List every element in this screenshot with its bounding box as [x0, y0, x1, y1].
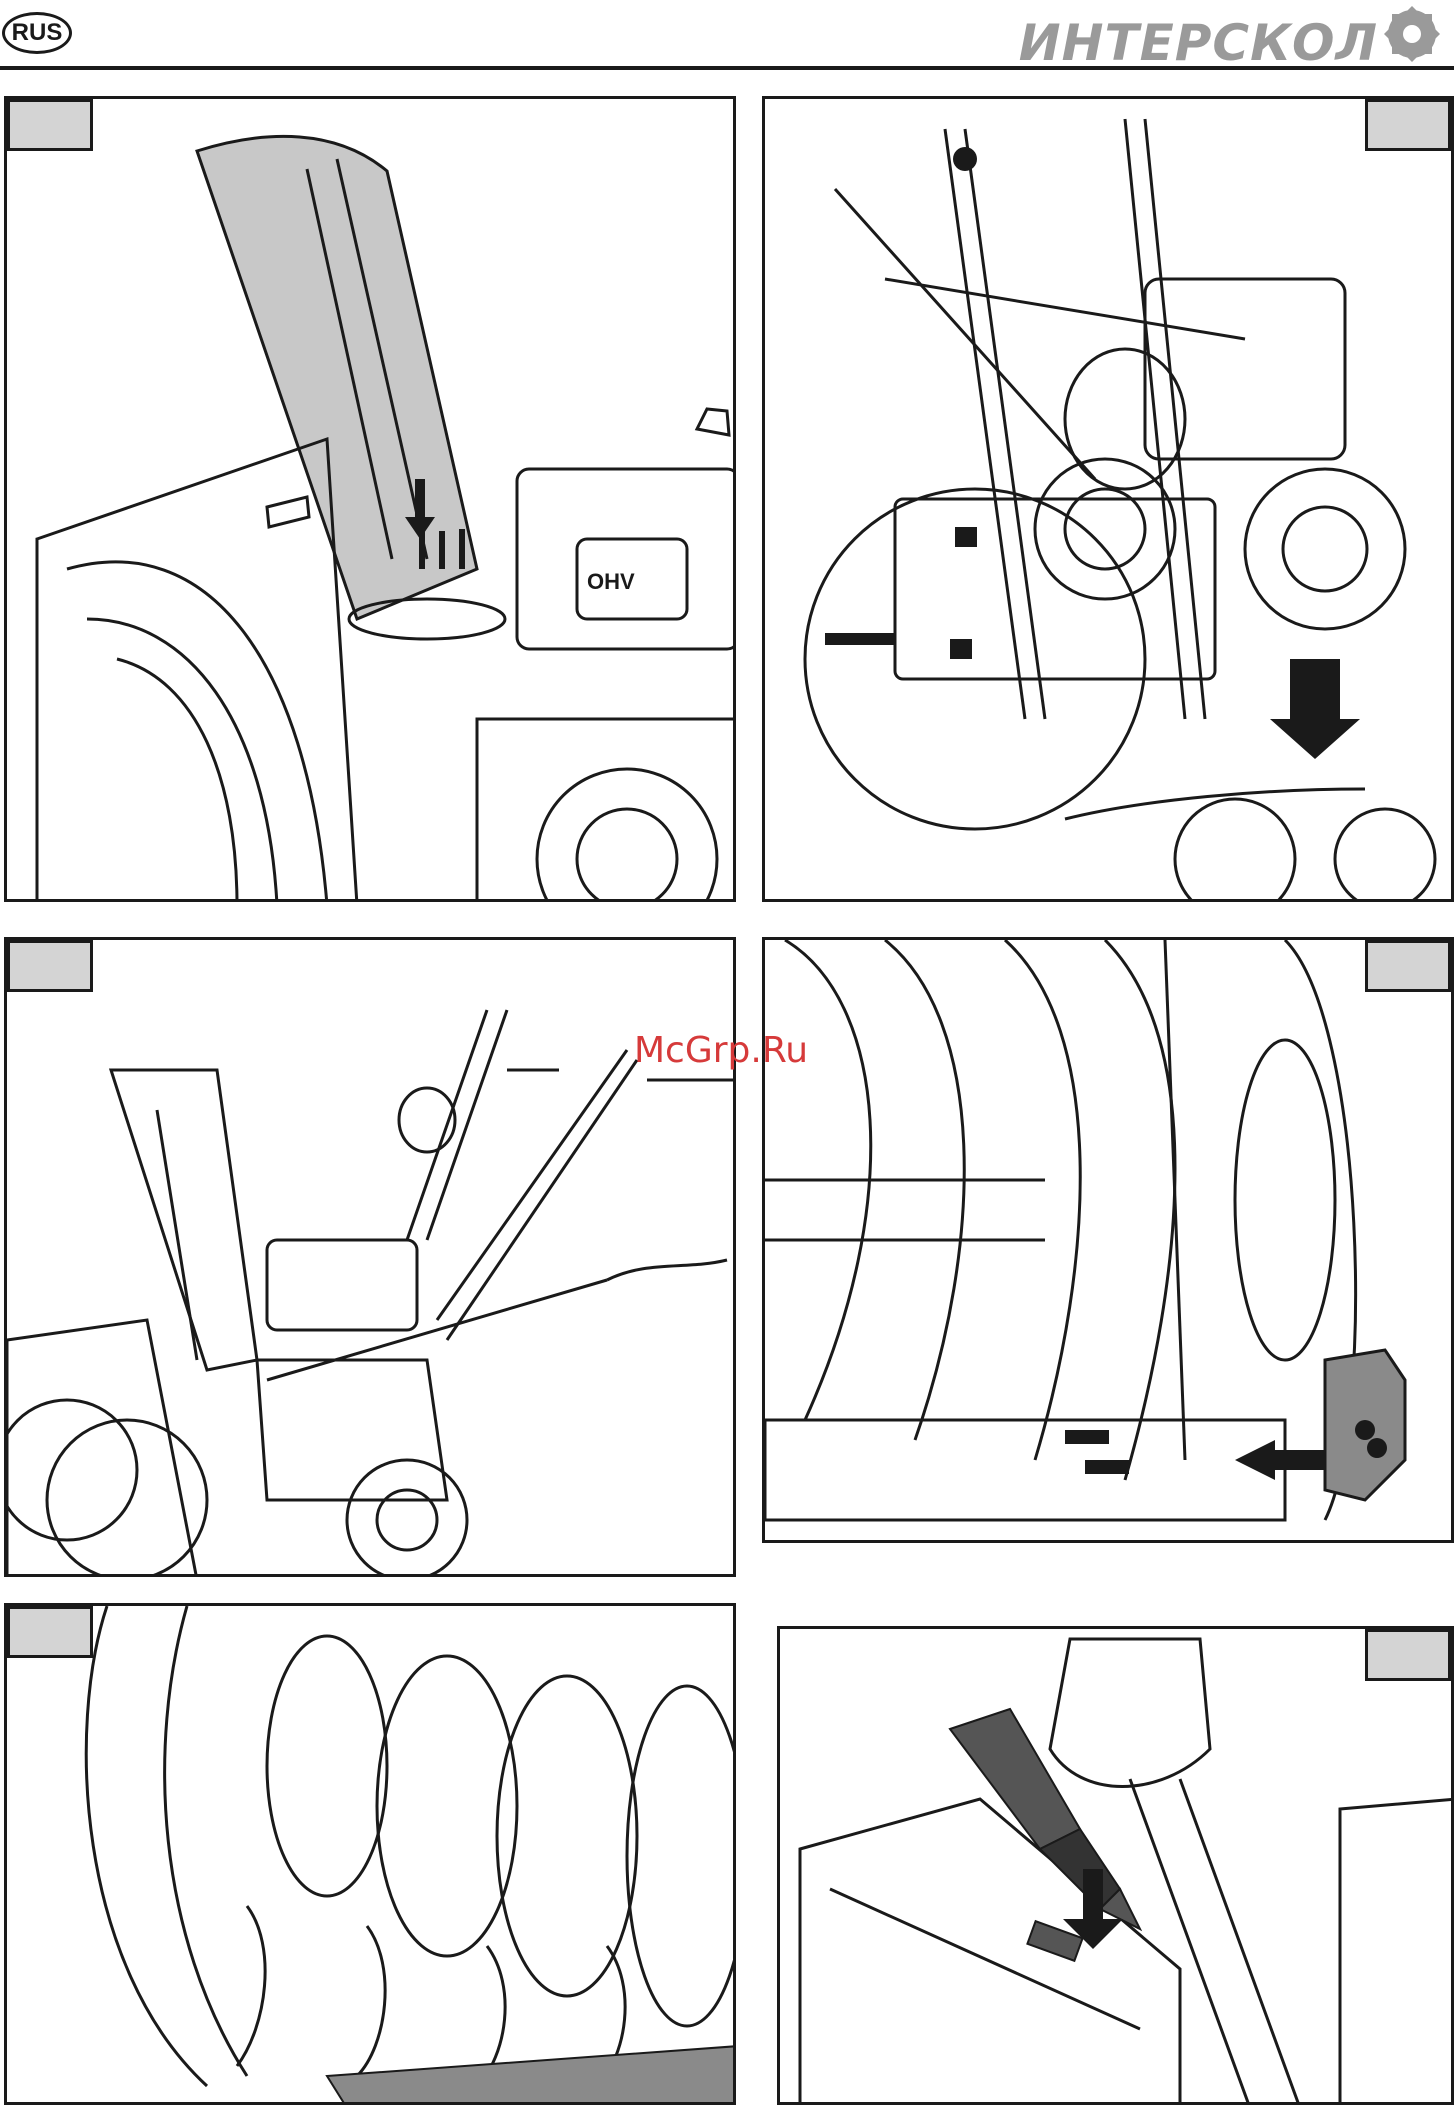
handle-assembly-illustration: [765, 99, 1454, 902]
header-rule: [0, 66, 1454, 70]
brand-name: ИНТЕРСКОЛ: [1019, 14, 1378, 72]
watermark: McGrp.Ru: [634, 1030, 808, 1071]
figure-control-rod: [4, 937, 736, 1577]
language-badge: RUS: [2, 12, 72, 54]
saw-blade-icon: [1378, 4, 1448, 62]
figure-skid-shoe: [762, 937, 1454, 1543]
control-rod-illustration: [7, 940, 736, 1577]
auger-illustration: [7, 1606, 736, 2105]
skid-shoe-illustration: [765, 940, 1454, 1543]
engine-label: OHV: [587, 569, 635, 594]
figure-chute-mount: OHV: [4, 96, 736, 902]
figure-auger: [4, 1603, 736, 2105]
figure-clean-out-tool: [777, 1626, 1454, 2105]
brand-logo: ИНТЕРСКОЛ: [1068, 4, 1448, 62]
clean-out-tool-illustration: [780, 1629, 1454, 2105]
chute-mount-illustration: OHV: [7, 99, 736, 902]
figure-handle-assembly: [762, 96, 1454, 902]
